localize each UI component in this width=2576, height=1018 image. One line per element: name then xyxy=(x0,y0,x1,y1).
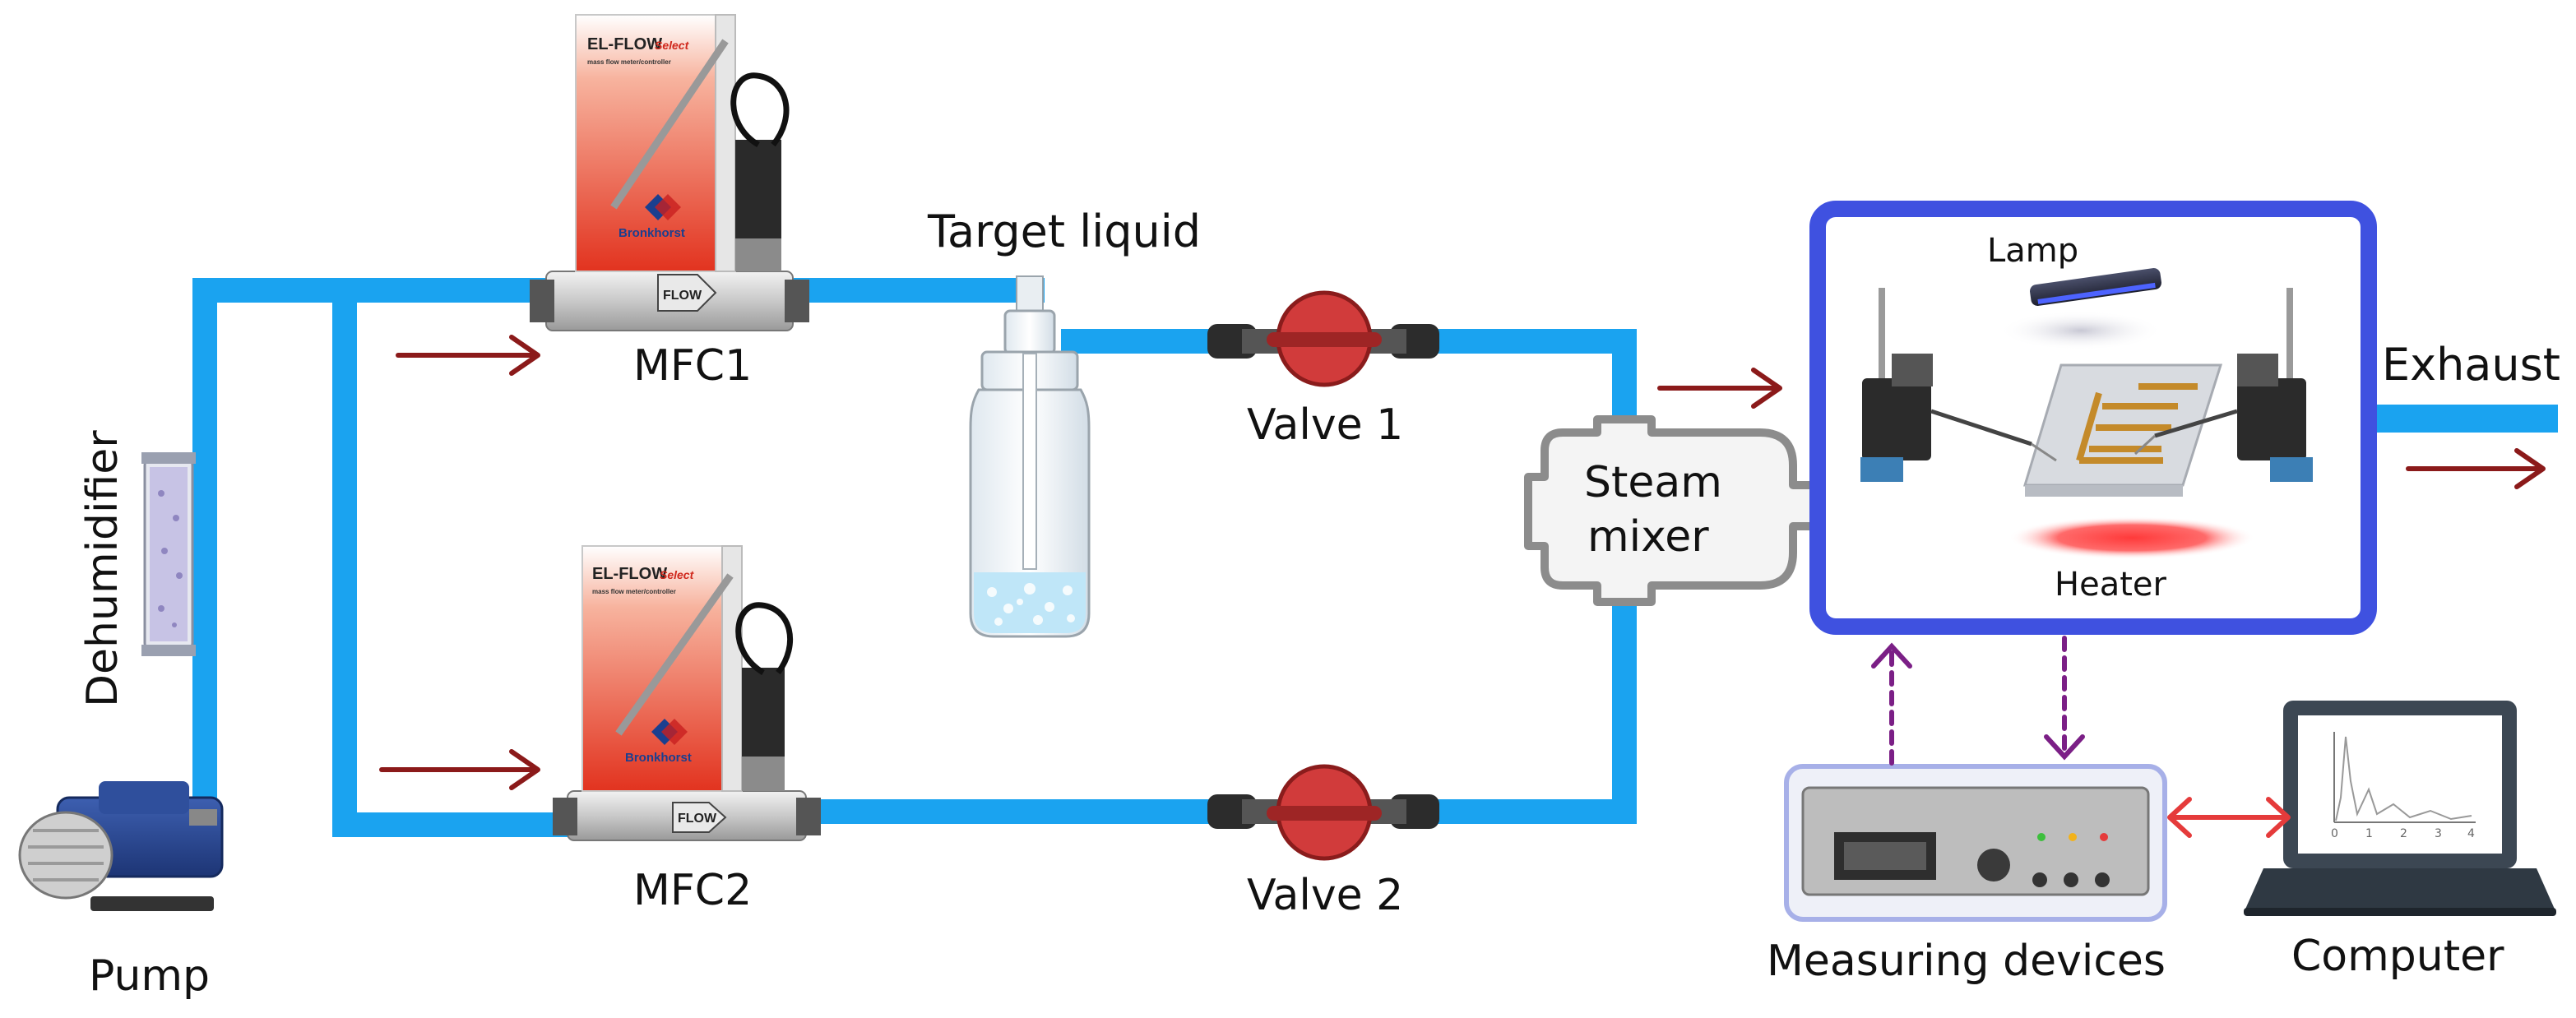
label-measuring-devices: Measuring devices xyxy=(1767,937,2166,986)
pipe-exhaust xyxy=(2375,405,2558,433)
label-mfc2: MFC2 xyxy=(633,866,752,915)
pipe-valve2-out xyxy=(1431,799,1637,824)
valve-icon xyxy=(1207,764,1439,861)
bottle-icon xyxy=(969,275,1091,638)
signal-arrow-to-instrument xyxy=(2044,636,2085,761)
flow-arrow-mfc2 xyxy=(379,749,540,790)
label-steam: Steam xyxy=(1584,458,1722,507)
mfc2-brand-sub: Select xyxy=(660,568,695,581)
dehumidifier-icon xyxy=(141,452,196,656)
flow-arrow-chamber-in xyxy=(1657,368,1782,409)
lamp-icon xyxy=(2030,268,2161,306)
pipe-right-vertical-bottom xyxy=(1612,600,1637,824)
pipe-mfc1-out xyxy=(790,278,1045,303)
flow-arrow-mfc1 xyxy=(396,335,540,376)
mfc2-tagline: mass flow meter/controller xyxy=(592,588,676,595)
plot-tick: 2 xyxy=(2400,827,2407,840)
label-computer: Computer xyxy=(2291,932,2504,981)
plot-tick: 3 xyxy=(2435,827,2442,840)
pipe-right-vertical-top xyxy=(1612,329,1637,419)
valve2 xyxy=(1207,764,1439,861)
label-lamp: Lamp xyxy=(1987,232,2078,270)
pipe-dehumidifier-riser xyxy=(192,280,217,822)
sensor-chip-icon xyxy=(2022,363,2223,497)
micromanipulator-icon xyxy=(2134,288,2313,482)
mfc-icon xyxy=(530,14,809,331)
label-target-liquid: Target liquid xyxy=(927,206,1201,257)
comm-arrow xyxy=(2167,797,2291,838)
pipe-branch-vertical xyxy=(332,278,357,837)
laptop-icon xyxy=(2244,701,2556,916)
test-chamber xyxy=(1809,201,2377,635)
computer-plot xyxy=(2333,732,2476,823)
flow-arrow-exhaust xyxy=(2406,448,2546,489)
label-dehumidifier: Dehumidifier xyxy=(78,430,127,707)
mfc2-maker: Bronkhorst xyxy=(625,751,692,765)
pipe-network xyxy=(192,278,2558,837)
label-pump: Pump xyxy=(89,951,210,1001)
pipe-valve1-out xyxy=(1431,329,1637,354)
pipe-bottom-main xyxy=(332,812,571,837)
measuring-devices xyxy=(1784,764,2167,922)
valve-icon xyxy=(1207,290,1439,387)
pipe-top-main xyxy=(192,278,554,303)
mfc1-flow-tag: FLOW xyxy=(663,289,702,303)
mfc2-flow-tag: FLOW xyxy=(678,812,717,826)
plot-tick: 1 xyxy=(2365,827,2373,840)
mfc-icon xyxy=(553,545,821,841)
label-mixer: mixer xyxy=(1587,512,1709,562)
signal-arrow-to-chamber xyxy=(1871,642,1912,766)
label-valve1: Valve 1 xyxy=(1247,400,1403,450)
micromanipulator-icon xyxy=(1860,288,2057,482)
mfc2-device: EL-FLOW Select mass flow meter/controlle… xyxy=(553,545,821,841)
flow-arrows xyxy=(379,335,2546,790)
mfc1-brand-title: EL-FLOW xyxy=(587,35,662,53)
mfc1-maker: Bronkhorst xyxy=(619,226,685,240)
plot-tick: 4 xyxy=(2467,827,2475,840)
mfc2-brand-title: EL-FLOW xyxy=(592,565,667,583)
steam-mixer xyxy=(1524,415,1818,606)
plot-tick: 0 xyxy=(2331,827,2338,840)
pump-icon xyxy=(18,781,224,911)
label-valve2: Valve 2 xyxy=(1247,871,1403,920)
mfc1-brand-sub: Select xyxy=(655,39,690,52)
label-heater: Heater xyxy=(2055,566,2166,604)
label-exhaust: Exhaust xyxy=(2382,339,2560,391)
instrument-icon xyxy=(1801,786,2150,896)
pipe-mfc2-out xyxy=(806,799,1217,824)
valve1 xyxy=(1207,290,1439,387)
pipe-bottle-to-valve1 xyxy=(1061,329,1217,354)
label-mfc1: MFC1 xyxy=(633,341,752,391)
heater-icon xyxy=(2008,516,2255,559)
signal-arrows xyxy=(1871,636,2085,766)
mfc1-tagline: mass flow meter/controller xyxy=(587,58,671,66)
mfc1-device: EL-FLOW Select mass flow meter/controlle… xyxy=(530,14,809,331)
